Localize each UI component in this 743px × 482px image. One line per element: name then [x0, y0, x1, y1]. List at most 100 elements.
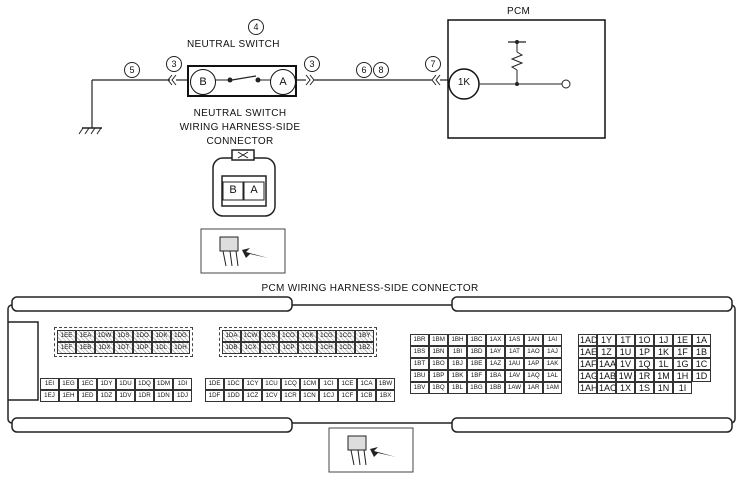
pcm-pin-cell: 1G — [673, 358, 692, 370]
pcm-pin-cell: 1V — [616, 358, 635, 370]
pcm-pin-cell: 1CK — [298, 330, 317, 342]
pcm-pin-cell: 1EA — [76, 330, 95, 342]
pcm-pin-cell: 1H — [673, 370, 692, 382]
pcm-pin-cell: 1CU — [262, 378, 281, 390]
pcm-pin-cell: 1AI — [543, 334, 562, 346]
switch-pin-a: A — [270, 69, 296, 95]
pcm-pin-cell: 1DM — [154, 378, 173, 390]
pcm-pin-cell: 1A — [692, 334, 711, 346]
pcm-pin-cell: 1BM — [429, 334, 448, 346]
pcm-pin-cell: 1DN — [154, 390, 173, 402]
pcm-pin-cell: 1AF — [578, 358, 597, 370]
pcm-pin-cell: 1CN — [300, 390, 319, 402]
pcm-pin-cell: 1AZ — [486, 358, 505, 370]
pcm-pin-cell: 1P — [635, 346, 654, 358]
pcm-pin-cell: 1EH — [59, 390, 78, 402]
pcm-pin-cell: 1DQ — [135, 378, 154, 390]
connector-pin-a: A — [250, 184, 258, 196]
pcm-pin-cell: 1CZ — [243, 390, 262, 402]
pcm-pin-cell: 1AS — [505, 334, 524, 346]
pcm-pin-cell: 1BW — [376, 378, 395, 390]
pcm-pin-cell: 1DO — [133, 330, 152, 342]
pcm-pin-cell: 1BT — [410, 358, 429, 370]
pcm-pin-cell: 1DW — [95, 330, 114, 342]
pcm-pin-cell: 1BA — [486, 370, 505, 382]
pcm-box — [447, 19, 606, 139]
pcm-pin-cell: 1CS — [260, 330, 279, 342]
pcm-pin-cell: 1O — [635, 334, 654, 346]
pcm-pin-cell: 1DK — [152, 330, 171, 342]
pcm-pin-cell: 1I — [673, 382, 692, 394]
pcm-pin-cell: 1CL — [298, 342, 317, 354]
switch-contact — [231, 75, 257, 81]
pcm-pin-cell: 1DL — [152, 342, 171, 354]
callout-4: 4 — [248, 19, 264, 35]
pcm-pin-cell: 1CY — [243, 378, 262, 390]
pcm-pin-cell: 1DG — [171, 330, 190, 342]
pcm-pin-cell: 1T — [616, 334, 635, 346]
pcm-pin-cell: 1CO — [279, 330, 298, 342]
pcm-pin-cell: 1DE — [205, 378, 224, 390]
pcm-pin-cell: 1AV — [505, 370, 524, 382]
pcm-pin-cell: 1AP — [524, 358, 543, 370]
pcm-pin-cell: 1BJ — [448, 358, 467, 370]
pcm-pin-cell: 1D — [692, 370, 711, 382]
pcm-pin-cell: 1DB — [222, 342, 241, 354]
pcm-pin-cell: 1AB — [597, 370, 616, 382]
connector-chevron-left-icon — [167, 74, 177, 86]
pcm-pin-cell: 1DR — [135, 390, 154, 402]
pcm-pin-cell: 1Q — [635, 358, 654, 370]
pcm-pin-cell: 1BK — [448, 370, 467, 382]
pcm-pin-cell: 1AT — [505, 346, 524, 358]
pcm-pin-cell: 1N — [654, 382, 673, 394]
connector-pin-b: B — [229, 184, 237, 196]
pcm-pin-cell: 1AD — [578, 334, 597, 346]
pcm-pin-cell: 1ED — [78, 390, 97, 402]
pcm-pin-cell: 1CE — [338, 378, 357, 390]
pcm-pin-cell: 1BP — [429, 370, 448, 382]
pull-up-resistor-icon — [510, 51, 524, 71]
pcm-pin-cell: 1CT — [260, 342, 279, 354]
pcm-pin-cell: 1AL — [543, 370, 562, 382]
pcm-pin-cell: 1EF — [57, 342, 76, 354]
pcm-pin-cell: 1CQ — [281, 378, 300, 390]
pcm-pin-cell: 1CV — [262, 390, 281, 402]
pcm-pin-cell: 1BU — [410, 370, 429, 382]
pcm-pin-cell: 1AQ — [524, 370, 543, 382]
pcm-pin-cell: 1CX — [241, 342, 260, 354]
neutral-switch-title: NEUTRAL SWITCH — [187, 39, 280, 50]
connector-chevron-right-icon — [305, 74, 315, 86]
pcm-pin-cell: 1DI — [173, 378, 192, 390]
ns-harness-label-3: CONNECTOR — [206, 136, 274, 147]
pcm-pin-cell: 1EG — [59, 378, 78, 390]
pcm-pin-cell: 1DD — [224, 390, 243, 402]
connector-view-icon-upper — [200, 228, 286, 274]
pcm-pin-cell: 1CI — [319, 378, 338, 390]
pcm-pin-cell: 1AM — [543, 382, 562, 394]
pcm-pin-cell: 1BD — [467, 346, 486, 358]
callout-3-right: 3 — [304, 56, 320, 72]
pcm-pin-cell: 1CC — [336, 330, 355, 342]
pcm-pin-cell: 1EC — [78, 378, 97, 390]
pcm-pin-cell: 1AG — [578, 370, 597, 382]
pcm-pin-cell: 1B — [692, 346, 711, 358]
pcm-pin-cell: 1DF — [205, 390, 224, 402]
pcm-pin-cell: 1AJ — [543, 346, 562, 358]
